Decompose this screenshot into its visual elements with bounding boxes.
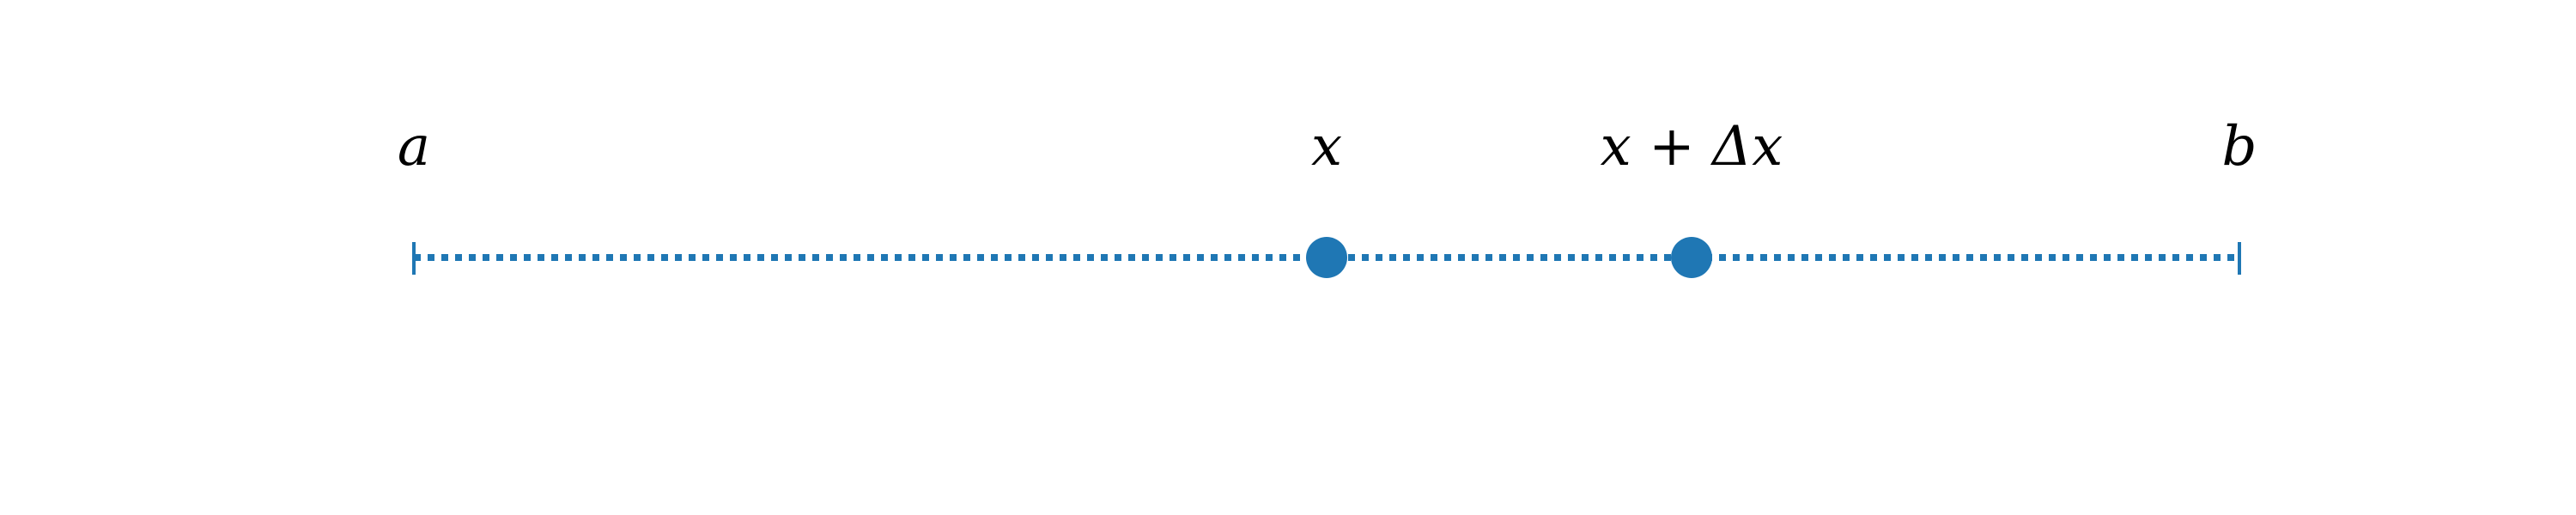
point-x xyxy=(1306,237,1347,278)
label-a: a xyxy=(398,115,430,179)
point-x-plus-dx xyxy=(1671,237,1712,278)
label-x-plus-delta-x: x + Δx xyxy=(1601,115,1783,179)
label-x: x xyxy=(1311,115,1342,179)
label-b: b xyxy=(2222,115,2257,179)
